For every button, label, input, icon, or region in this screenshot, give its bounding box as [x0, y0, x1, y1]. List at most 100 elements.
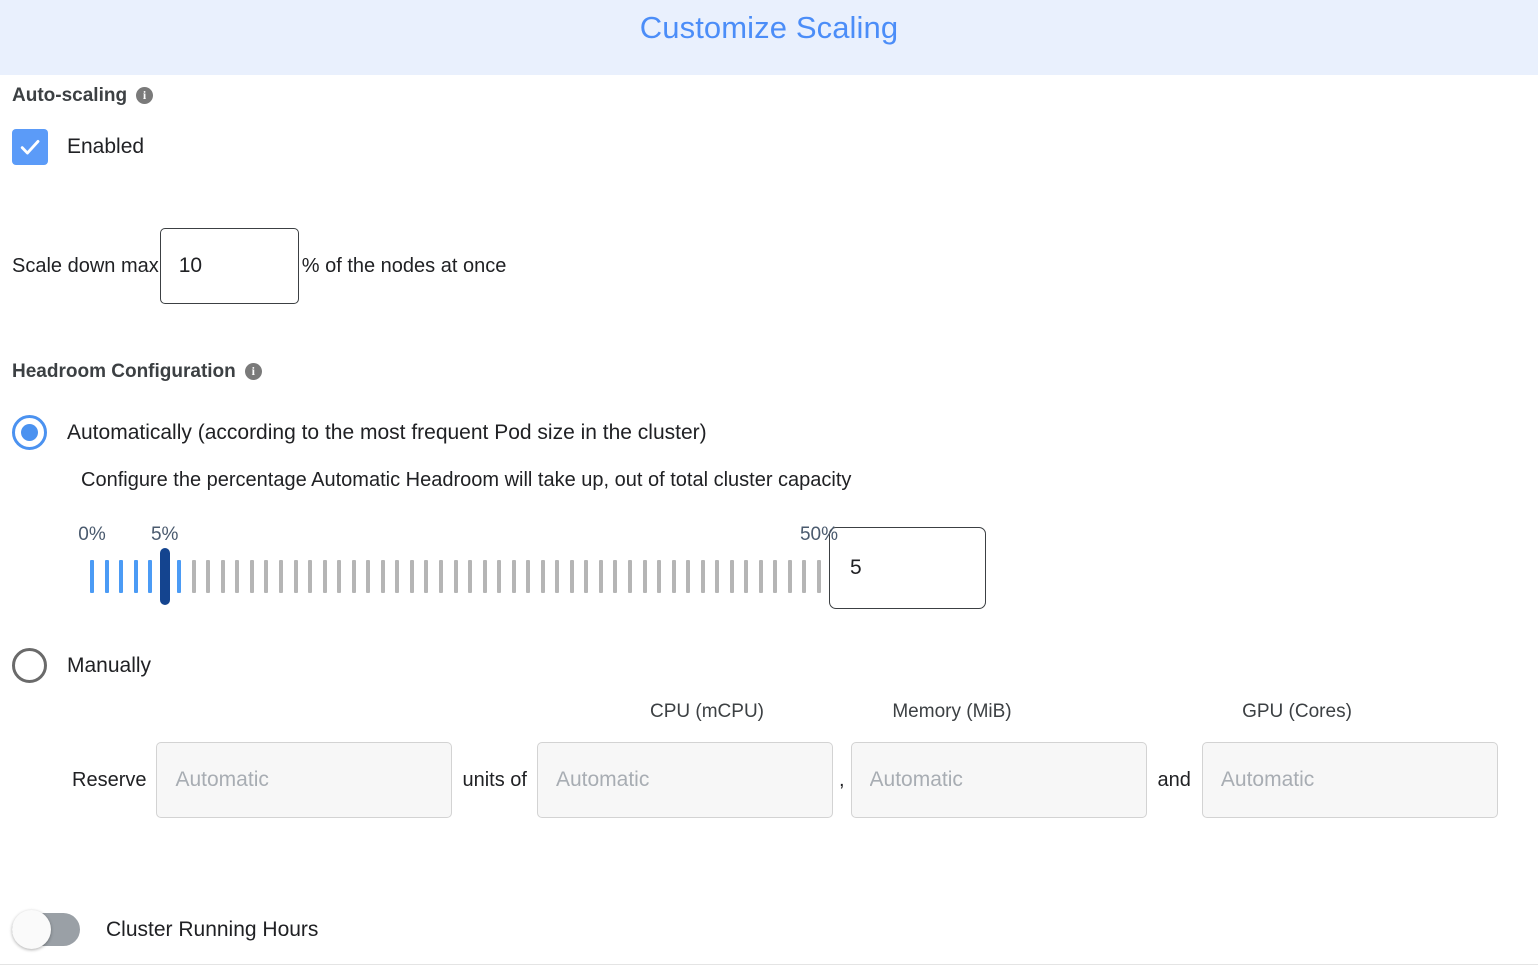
slider-tick[interactable]	[715, 560, 720, 593]
headroom-automatic-help-text: Configure the percentage Automatic Headr…	[81, 469, 852, 491]
radio-manually-label: Manually	[67, 653, 152, 677]
cluster-running-hours-row[interactable]: Cluster Running Hours	[12, 910, 319, 949]
slider-tick[interactable]	[264, 560, 269, 593]
headroom-automatic-row[interactable]: Automatically (according to the most fre…	[12, 415, 1526, 450]
auto-scaling-section: Auto-scaling i Enabled Scale down max % …	[12, 75, 1526, 304]
check-icon	[20, 139, 40, 155]
slider-tick[interactable]	[526, 560, 531, 593]
reserve-column-header: CPU (mCPU)	[650, 701, 764, 722]
slider-tick[interactable]	[104, 560, 109, 593]
auto-scaling-enabled-row[interactable]: Enabled	[12, 129, 1526, 165]
enabled-label: Enabled	[67, 135, 145, 158]
slider-tick[interactable]	[191, 560, 196, 593]
headroom-percentage-slider[interactable]	[90, 548, 821, 605]
auto-scaling-label-text: Auto-scaling	[12, 85, 128, 106]
headroom-manual-row[interactable]: Manually	[12, 648, 1526, 683]
comma-separator: ,	[838, 768, 845, 791]
slider-tick[interactable]	[657, 560, 662, 593]
slider-tick[interactable]	[337, 560, 342, 593]
reserve-row: Reserve units of , and	[12, 742, 1526, 818]
slider-tick-label: 50%	[799, 524, 839, 545]
slider-tick[interactable]	[220, 560, 225, 593]
slider-tick[interactable]	[802, 560, 807, 593]
slider-tick[interactable]	[308, 560, 313, 593]
slider-tick[interactable]	[686, 560, 691, 593]
scale-down-max-label: Scale down max	[12, 254, 159, 277]
scale-down-max-suffix: % of the nodes at once	[301, 254, 507, 277]
headroom-configuration-label: Headroom Configuration i	[12, 361, 1526, 383]
slider-tick[interactable]	[671, 560, 676, 593]
slider-tick[interactable]	[366, 560, 371, 593]
slider-thumb[interactable]	[159, 548, 170, 605]
reserve-column-header: GPU (Cores)	[1242, 701, 1352, 722]
radio-automatic-label: Automatically (according to the most fre…	[67, 420, 707, 444]
slider-tick[interactable]	[322, 560, 327, 593]
slider-tick[interactable]	[584, 560, 589, 593]
slider-tick[interactable]	[497, 560, 502, 593]
dialog-body: Auto-scaling i Enabled Scale down max % …	[0, 75, 1538, 970]
slider-tick[interactable]	[90, 560, 94, 593]
slider-tick[interactable]	[133, 560, 138, 593]
slider-tick[interactable]	[380, 560, 385, 593]
slider-tick[interactable]	[177, 560, 182, 593]
reserve-gpu-input[interactable]	[1201, 742, 1498, 818]
headroom-configuration-section: Headroom Configuration i Automatically (…	[12, 361, 1526, 818]
slider-tick[interactable]	[729, 560, 734, 593]
slider-tick[interactable]	[787, 560, 792, 593]
slider-tick-label: 5%	[150, 524, 179, 545]
reserve-memory-input[interactable]	[850, 742, 1147, 818]
bottom-divider	[0, 964, 1538, 965]
slider-tick[interactable]	[642, 560, 647, 593]
auto-scaling-label: Auto-scaling i	[12, 85, 1526, 107]
slider-tick[interactable]	[206, 560, 211, 593]
slider-tick[interactable]	[482, 560, 487, 593]
slider-tick[interactable]	[817, 560, 821, 593]
slider-tick[interactable]	[235, 560, 240, 593]
scale-down-max-row: Scale down max % of the nodes at once	[12, 228, 1526, 304]
slider-tick[interactable]	[453, 560, 458, 593]
page-title: Customize Scaling	[639, 10, 899, 45]
slider-tick[interactable]	[351, 560, 356, 593]
headroom-manual-section: Manually CPU (mCPU)Memory (MiB)GPU (Core…	[12, 648, 1526, 818]
slider-tick[interactable]	[409, 560, 414, 593]
slider-tick[interactable]	[569, 560, 574, 593]
slider-tick[interactable]	[395, 560, 400, 593]
radio-automatic[interactable]	[12, 415, 47, 450]
slider-tick[interactable]	[438, 560, 443, 593]
scale-down-max-input[interactable]	[159, 228, 299, 304]
cluster-running-hours-label: Cluster Running Hours	[106, 917, 319, 941]
and-separator: and	[1157, 768, 1191, 791]
slider-tick[interactable]	[598, 560, 603, 593]
slider-tick[interactable]	[293, 560, 298, 593]
reserve-label: Reserve	[72, 768, 147, 791]
reserve-cpu-input[interactable]	[536, 742, 833, 818]
info-icon-glyph: i	[142, 87, 147, 102]
slider-tick-label: 0%	[78, 524, 106, 545]
slider-tick[interactable]	[148, 560, 153, 593]
slider-tick[interactable]	[758, 560, 763, 593]
radio-manually[interactable]	[12, 648, 47, 683]
headroom-percentage-input[interactable]	[829, 527, 986, 609]
enabled-checkbox[interactable]	[12, 129, 48, 165]
slider-tick[interactable]	[555, 560, 560, 593]
slider-tick[interactable]	[119, 560, 124, 593]
info-icon[interactable]: i	[136, 86, 154, 104]
cluster-running-hours-toggle[interactable]	[12, 910, 80, 949]
slider-tick[interactable]	[627, 560, 632, 593]
slider-tick[interactable]	[424, 560, 429, 593]
headroom-configuration-label-text: Headroom Configuration	[12, 361, 236, 382]
headroom-percentage-slider-area: 0% 5% 50%	[12, 524, 1526, 624]
slider-tick[interactable]	[468, 560, 473, 593]
toggle-knob	[12, 910, 51, 949]
units-of-label: units of	[462, 768, 527, 791]
slider-tick[interactable]	[700, 560, 705, 593]
slider-tick[interactable]	[511, 560, 516, 593]
slider-tick[interactable]	[613, 560, 618, 593]
slider-tick[interactable]	[773, 560, 778, 593]
slider-tick[interactable]	[279, 560, 284, 593]
reserve-units-input[interactable]	[156, 742, 453, 818]
slider-tick[interactable]	[540, 560, 545, 593]
slider-tick[interactable]	[249, 560, 254, 593]
info-icon[interactable]: i	[244, 362, 262, 380]
slider-tick[interactable]	[744, 560, 749, 593]
